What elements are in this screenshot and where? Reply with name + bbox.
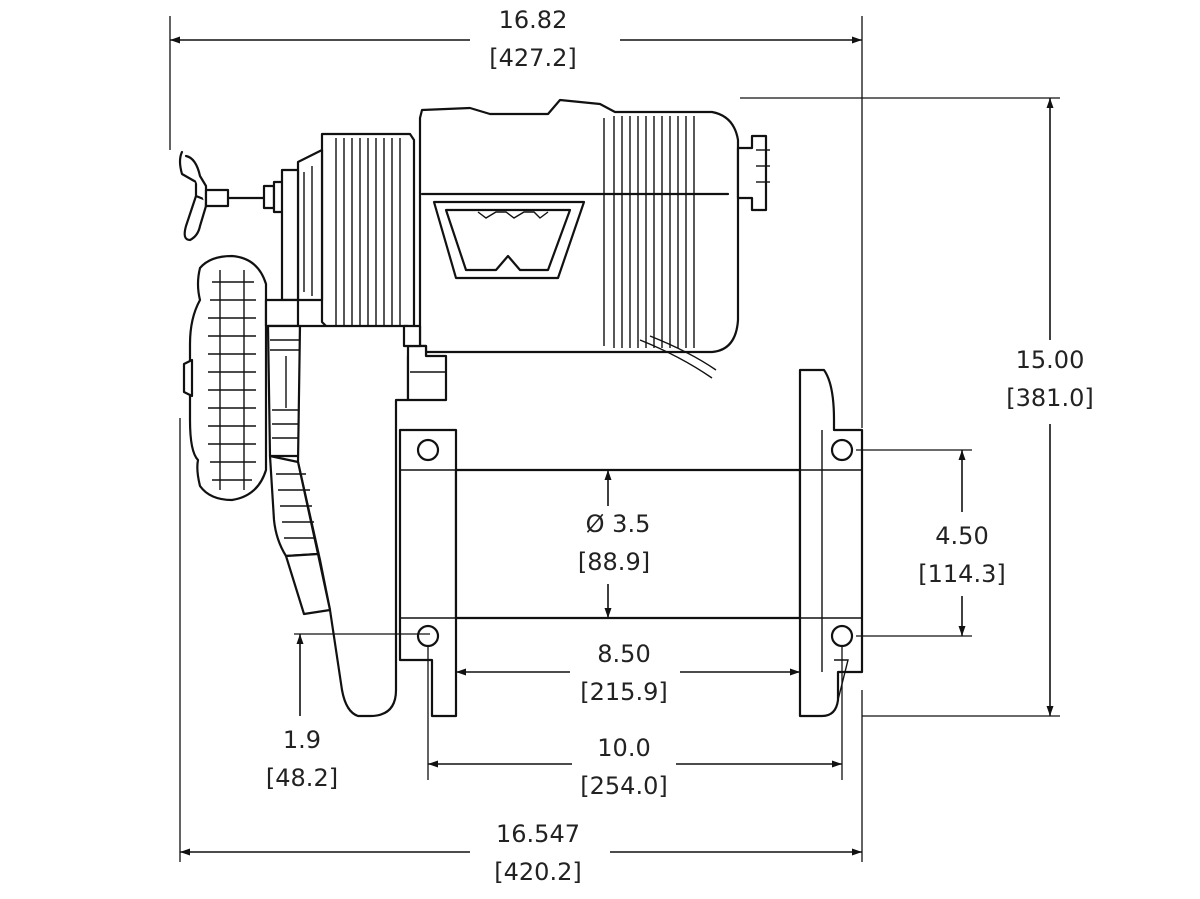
bolt-vertical-mm: [114.3]: [918, 560, 1005, 588]
right-flange: [798, 368, 864, 718]
dim-bolt-vertical: [856, 449, 972, 637]
base-length-mm: [420.2]: [494, 858, 581, 886]
base-length-in: 16.547: [496, 820, 580, 848]
overall-length-in: 16.82: [499, 6, 568, 34]
left-flange: [398, 428, 458, 718]
motor-ribs: [603, 116, 695, 348]
drum-diameter-mm: [88.9]: [578, 548, 650, 576]
control-cap: [182, 254, 300, 502]
dim-bolt-horizontal: [427, 646, 843, 780]
w-logo-icon: [432, 200, 586, 280]
height-mm: [381.0]: [1006, 384, 1093, 412]
gear-stack: [266, 324, 302, 458]
cable-drum: [454, 468, 802, 620]
gear-housing-fins: [335, 138, 401, 326]
dim-base-length: [179, 418, 863, 862]
foot-height-in: 1.9: [283, 726, 321, 754]
dim-overall-length: [169, 16, 863, 428]
motor-housing: [418, 98, 770, 379]
gear-housing: [296, 132, 416, 332]
left-end-bracket: [268, 324, 448, 718]
overall-length-mm: [427.2]: [489, 44, 576, 72]
bolt-horizontal-in: 10.0: [597, 734, 650, 762]
foot-height-mm: [48.2]: [266, 764, 338, 792]
dimension-labels: 16.82 [427.2] 15.00 [381.0] Ø 3.5 [88.9]…: [266, 6, 1094, 886]
drum-length-in: 8.50: [597, 640, 650, 668]
height-in: 15.00: [1016, 346, 1085, 374]
dimension-lines: [169, 16, 1060, 862]
dim-height: [740, 97, 1060, 717]
bolt-horizontal-mm: [254.0]: [580, 772, 667, 800]
clutch-handle: [178, 150, 300, 302]
drum-length-mm: [215.9]: [580, 678, 667, 706]
drum-diameter-in: Ø 3.5: [586, 510, 651, 538]
winch-body: [178, 98, 864, 718]
bolt-vertical-in: 4.50: [935, 522, 988, 550]
dim-drum-length: [455, 618, 801, 690]
dim-foot-height: [294, 633, 430, 716]
